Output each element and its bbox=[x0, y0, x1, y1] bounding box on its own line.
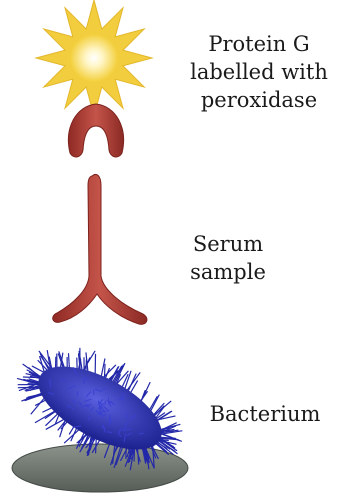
bacterium-cilium bbox=[32, 366, 43, 372]
protein-g-label-line-3: peroxidase bbox=[170, 86, 348, 114]
bacterium-surface-texture bbox=[100, 411, 103, 412]
bacterium-surface-texture bbox=[140, 433, 144, 434]
antibody-shape bbox=[53, 174, 147, 324]
bacterium-cilium bbox=[60, 421, 65, 437]
bacterium-cilium bbox=[151, 395, 159, 410]
bacterium-cilium bbox=[69, 427, 73, 434]
bacterium-cilium bbox=[31, 399, 44, 414]
protein-g-shape bbox=[68, 104, 123, 157]
bacterium-surface-texture bbox=[93, 391, 94, 395]
bacterium-cilium bbox=[150, 397, 157, 409]
protein-g-label-line-2: labelled with bbox=[170, 58, 348, 86]
bacterium-surface-texture bbox=[77, 392, 78, 395]
protein-g-label: Protein G labelled with peroxidase bbox=[170, 30, 348, 114]
bacterium-cilium bbox=[105, 364, 106, 376]
bacterium-cilium bbox=[69, 354, 70, 367]
bacterium-cilium bbox=[106, 369, 110, 378]
bacterium-cilium bbox=[43, 408, 51, 412]
peroxidase-star-icon bbox=[36, 0, 152, 116]
surface-plate bbox=[12, 444, 188, 492]
bacterium-cilium bbox=[96, 440, 97, 453]
serum-sample-label-line-2: sample bbox=[168, 258, 288, 286]
serum-sample-label-line-1: Serum bbox=[168, 230, 288, 258]
protein-g-label-line-1: Protein G bbox=[170, 30, 348, 58]
serum-sample-label: Serum sample bbox=[168, 230, 288, 286]
bacterium-cilium bbox=[160, 440, 168, 441]
bacterium-label: Bacterium bbox=[185, 400, 345, 428]
bacterium-label-line-1: Bacterium bbox=[185, 400, 345, 428]
bacterium-cilium bbox=[46, 420, 63, 430]
